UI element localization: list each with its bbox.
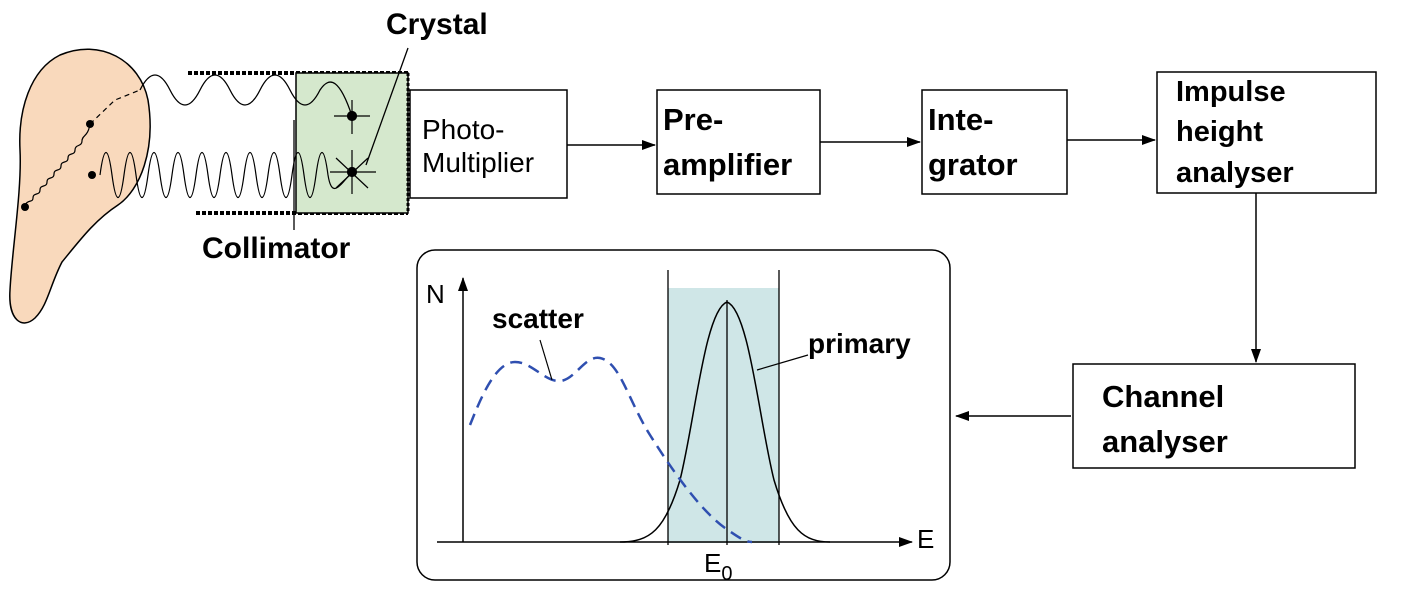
photomultiplier-label-line-2: Multiplier — [422, 147, 534, 178]
x-axis-label: E — [917, 524, 934, 554]
collimator-label: Collimator — [202, 232, 351, 265]
primary-photopeak-curve — [619, 301, 831, 543]
photomultiplier-block — [409, 89, 568, 199]
photomultiplier-label-line-1: Photo- — [422, 114, 505, 145]
integrator-block — [921, 89, 1068, 195]
emission-point-1 — [21, 203, 29, 211]
gamma-ray-wave-long — [139, 74, 353, 117]
preamplifier-label-line-1: Pre- — [663, 102, 723, 137]
gamma-ray-coil-1 — [24, 123, 91, 206]
scintillation-event-1 — [334, 100, 370, 134]
energy-window — [668, 288, 779, 543]
scintillation-event-2 — [330, 150, 376, 194]
integrator-label-line-1: Inte- — [928, 102, 993, 137]
patient-head — [9, 48, 151, 324]
impulse-height-analyser-label-line-3: analyser — [1176, 157, 1294, 189]
scatter-pointer — [539, 339, 553, 381]
channel-analyser-label-line-2: analyser — [1102, 424, 1228, 459]
integrator-label-line-2: grator — [928, 147, 1018, 182]
impulse-height-analyser-label-line-2: height — [1176, 116, 1263, 148]
gamma-ray-wave-short — [99, 152, 353, 198]
scatter-label: scatter — [492, 303, 584, 334]
preamplifier-label-line-2: amplifier — [663, 147, 792, 182]
gamma-ray-dashed-path — [89, 89, 141, 125]
emission-point-3 — [88, 171, 96, 179]
crystal-label: Crystal — [386, 8, 488, 41]
channel-analyser-label-line-1: Channel — [1102, 379, 1224, 414]
emission-point-2 — [86, 120, 94, 128]
y-axis-label: N — [426, 279, 445, 309]
impulse-height-analyser-block — [1156, 71, 1377, 194]
channel-analyser-block — [1072, 363, 1356, 469]
impulse-height-analyser-label-line-1: Impulse — [1176, 76, 1286, 108]
preamplifier-block — [656, 89, 821, 195]
peak-energy-label: E0 — [704, 548, 732, 585]
crystal-pointer — [365, 47, 409, 166]
primary-label: primary — [808, 328, 911, 359]
scatter-curve — [468, 356, 753, 544]
primary-pointer — [756, 354, 809, 371]
